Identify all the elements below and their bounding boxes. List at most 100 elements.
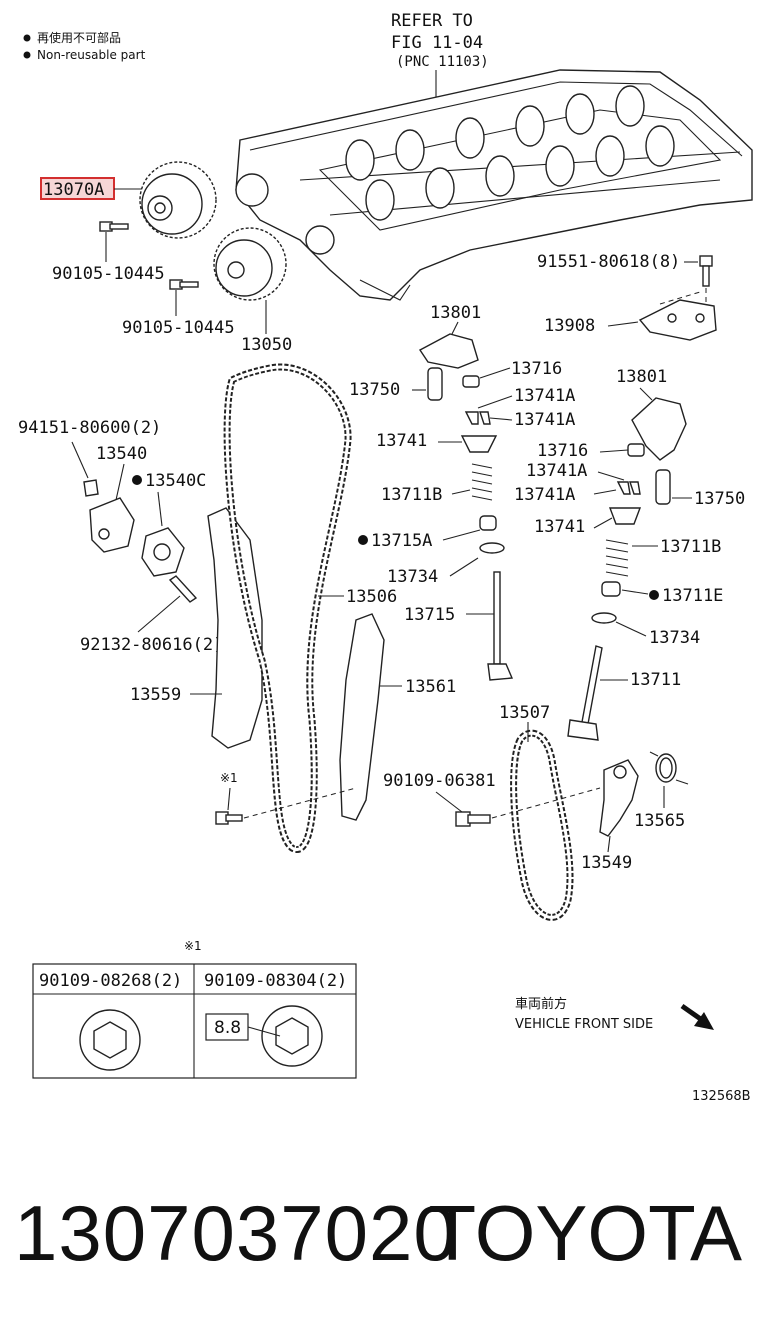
label-91551: 91551-80618(8) [537, 252, 680, 272]
label-13716-b: 13716 [537, 441, 588, 461]
non-reusable-dot-icon [649, 590, 659, 600]
bolt-table: ※1 90109-08268(2) 90109-08304(2) 8.8 [32, 939, 357, 1079]
direction-en: VEHICLE FRONT SIDE [515, 1017, 653, 1032]
part-number: 1307037020 [14, 1189, 458, 1277]
chain-guide-13561 [339, 613, 385, 821]
label-94151: 94151-80600(2) [18, 418, 161, 438]
non-reusable-dot-icon [358, 535, 368, 545]
legend-en: Non-reusable part [37, 48, 146, 62]
retainer-13741-a [460, 435, 498, 453]
label-13070A: 13070A [43, 180, 104, 200]
valve-seal-13711E [601, 581, 621, 597]
label-90105-b: 90105-10445 [122, 318, 235, 338]
label-13711E: 13711E [662, 586, 723, 606]
label-13559: 13559 [130, 685, 181, 705]
hex-bolt-head-icon [79, 1009, 141, 1071]
label-13734-b: 13734 [649, 628, 700, 648]
label-13716-a: 13716 [511, 359, 562, 379]
valve-13711 [567, 645, 603, 741]
label-13741-b: 13741 [534, 517, 585, 537]
direction-jp: 車両前方 [515, 996, 567, 1012]
label-90109-06381: 90109-06381 [383, 771, 496, 791]
label-13506: 13506 [346, 587, 397, 607]
refer-note: REFER TO FIG 11-04 (PNC 11103) [391, 11, 489, 100]
label-92132: 92132-80616(2) [80, 635, 223, 655]
front-arrow-icon [680, 1003, 714, 1030]
valve-seal-13715A [479, 515, 497, 531]
label-13540: 13540 [96, 444, 147, 464]
bolt-91551 [699, 255, 713, 287]
label-13565: 13565 [634, 811, 685, 831]
tensioner-arm-13549 [599, 759, 639, 837]
bolt-94151 [83, 479, 99, 497]
valve-13715 [487, 571, 514, 681]
footer-caption: 1307037020 TOYOTA [14, 1188, 754, 1288]
rocker-arm-13801-a [418, 333, 479, 369]
label-13561: 13561 [405, 677, 456, 697]
label-13801-b: 13801 [616, 367, 667, 387]
sprocket-13050 [213, 227, 287, 301]
valve-lash-13716-a [462, 375, 480, 388]
non-reusable-dot-icon [132, 475, 142, 485]
retainer-13741-b [608, 507, 642, 525]
bolt-ref1 [215, 811, 243, 825]
chain-tensioner-13540 [89, 497, 135, 553]
spring-13565 [649, 751, 689, 785]
seat-13734-a [479, 542, 505, 554]
label-13750-a: 13750 [349, 380, 400, 400]
refer-line2: FIG 11-04 [391, 33, 483, 53]
vvt-sprocket-13070A [139, 161, 217, 239]
stud-92132 [168, 575, 198, 603]
lash-adjuster-13750-b [655, 469, 671, 505]
callout-13070A[interactable]: 13070A [40, 177, 142, 200]
rocker-arm-13801-b [631, 397, 687, 461]
direction-note: 車両前方 VEHICLE FRONT SIDE [515, 996, 714, 1032]
chain-guide-13559 [207, 507, 263, 749]
timing-chain-13507 [510, 729, 574, 921]
keeper-13741A-a [464, 411, 479, 425]
label-13507: 13507 [499, 703, 550, 723]
label-13715: 13715 [404, 605, 455, 625]
label-13741A-d: 13741A [514, 485, 575, 505]
label-13711B-b: 13711B [660, 537, 721, 557]
label-13801-a: 13801 [430, 303, 481, 323]
valve-spring-13711B-b [605, 539, 629, 577]
valve-spring-13711B-a [471, 463, 493, 501]
label-13050: 13050 [241, 335, 292, 355]
bracket-13908 [638, 291, 717, 341]
label-13741A-c: 13741A [526, 461, 587, 481]
label-13549: 13549 [581, 853, 632, 873]
non-reusable-dot-icon [23, 51, 31, 59]
refer-line3: (PNC 11103) [396, 54, 489, 70]
label-13734-a: 13734 [387, 567, 438, 587]
non-reusable-dot-icon [23, 34, 31, 42]
refer-line1: REFER TO [391, 11, 473, 31]
table-mark: ※1 [184, 939, 202, 953]
label-13741A-b: 13741A [514, 410, 575, 430]
label-13908: 13908 [544, 316, 595, 336]
valve-lash-13716-b [627, 443, 645, 457]
label-13711: 13711 [630, 670, 681, 690]
camshaft-lobes [345, 85, 675, 221]
brand-name: TOYOTA [428, 1189, 743, 1277]
bolt-90105-b [169, 279, 199, 290]
table-col1: 90109-08268(2) [39, 971, 182, 991]
bolt-90109-06381 [455, 811, 491, 827]
table-col2: 90109-08304(2) [204, 971, 347, 991]
grade-mark: 8.8 [214, 1018, 241, 1038]
label-13711B-a: 13711B [381, 485, 442, 505]
label-13540C: 13540C [145, 471, 206, 491]
cylinder-head-drawing [235, 69, 753, 301]
figure-id: 132568B [692, 1089, 751, 1104]
ref-mark-1: ※1 [220, 771, 238, 785]
legend-jp: 再使用不可部品 [37, 30, 121, 45]
legend: 再使用不可部品 Non-reusable part [23, 30, 146, 62]
label-13741-a: 13741 [376, 431, 427, 451]
keeper-13741A-b [616, 481, 631, 495]
label-13750-b: 13750 [694, 489, 745, 509]
bolt-90105-a [99, 221, 129, 232]
label-90105-a: 90105-10445 [52, 264, 165, 284]
label-13741A-a: 13741A [514, 386, 575, 406]
lash-adjuster-13750-a [427, 367, 443, 401]
